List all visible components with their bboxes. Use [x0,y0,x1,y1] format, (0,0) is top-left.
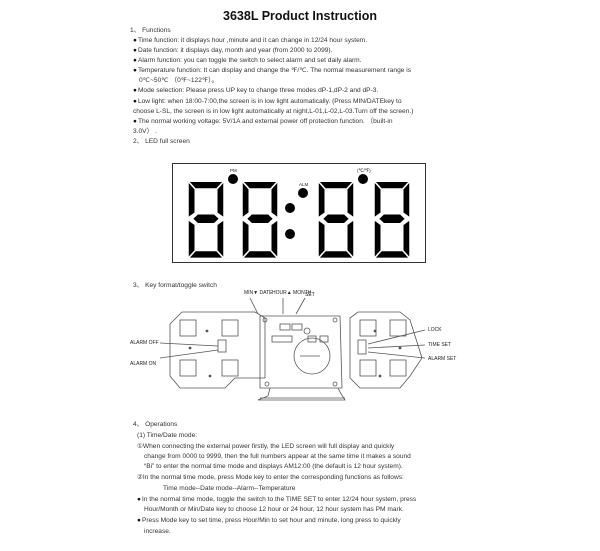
section-heading-operations: 4、 Operations [133,421,178,428]
pm-dot-icon [228,174,238,184]
key-label-hour-month: HOUR▲ MONTH [272,290,312,296]
key-label-set: SET [305,292,315,298]
section-heading-functions: 1、 Functions [130,27,171,34]
digit-2-icon [242,182,278,258]
operations-line-3: “Bi” to enter the normal time mode and d… [144,463,403,470]
function-voltage-cont: 3.0V） . [133,128,157,135]
operations-line-9: increase. [144,528,171,535]
switch-label-lock: LOCK [428,327,442,333]
function-temperature-range: 0℃~50℃ （0℉~122℉）。 [139,77,219,84]
operations-line-7: Hour/Month or Min/Date key to choose 12 … [144,506,404,513]
operations-line-2: change from 0000 to 9999, then the full … [144,453,411,460]
operations-line-6: In the normal time mode, toggle the swit… [137,495,416,504]
operations-subheading: (1) Time/Date mode: [137,432,198,439]
function-low-light: Low light: when 18:00-7:00,the screen is… [133,97,402,106]
switch-label-time-set: TIME SET [428,342,452,348]
colon-bottom-dot-icon [285,229,295,239]
page-title: 3638L Product Instruction [223,9,377,23]
clock-back-outline-icon [160,297,426,401]
function-alarm: Alarm function: you can toggle the switc… [133,56,362,65]
seven-segment-digits [188,174,410,258]
operations-line-4: ②In the normal time mode, press Mode key… [137,474,404,481]
temp-unit-dot-icon [358,174,368,184]
operations-mode-sequence: Time mode--Date mode--Alarm--Temperature [163,485,296,492]
clock-back-diagram: MIN▼ DATE HOUR▲ MONTH SET ALARM OFF ALAR… [130,288,460,408]
function-low-light-cont: choose L-SL, the screen is in low light … [133,108,414,115]
alm-indicator-label: ALM [299,182,309,187]
pm-indicator-label: PM [230,168,237,173]
temp-unit-indicator-label: (℃/℉) [357,168,371,173]
section-heading-led: 2、 LED full screen [133,138,190,145]
key-label-min-date: MIN▼ DATE [244,290,273,296]
function-time: Time function: it displays hour ,minute … [133,36,367,45]
switch-label-alarm-set: ALARM SET [428,356,457,362]
operations-line-8: Press Mode key to set time, press Hour/M… [137,516,401,525]
led-full-screen-diagram: PM ALM (℃/℉) [172,163,426,263]
alm-dot-icon [298,188,308,198]
switch-label-alarm-off: ALARM OFF [130,340,159,346]
digit-3-icon [318,182,354,258]
section-heading-keys: 3、 Key format/toggle switch [133,282,217,289]
colon-top-dot-icon [285,203,295,213]
operations-line-1: ①When connecting the external power firs… [137,443,395,450]
function-mode: Mode selection: Please press UP key to c… [133,86,378,95]
function-temperature: Temperature function: It can display and… [133,66,411,75]
digit-4-icon [374,182,410,258]
function-voltage: The normal working voltage: 5V/1A and ex… [133,117,393,126]
function-date: Date function: it displays day, month an… [133,46,333,55]
switch-label-alarm-on: ALARM ON [130,361,157,367]
digit-1-icon [188,182,224,258]
